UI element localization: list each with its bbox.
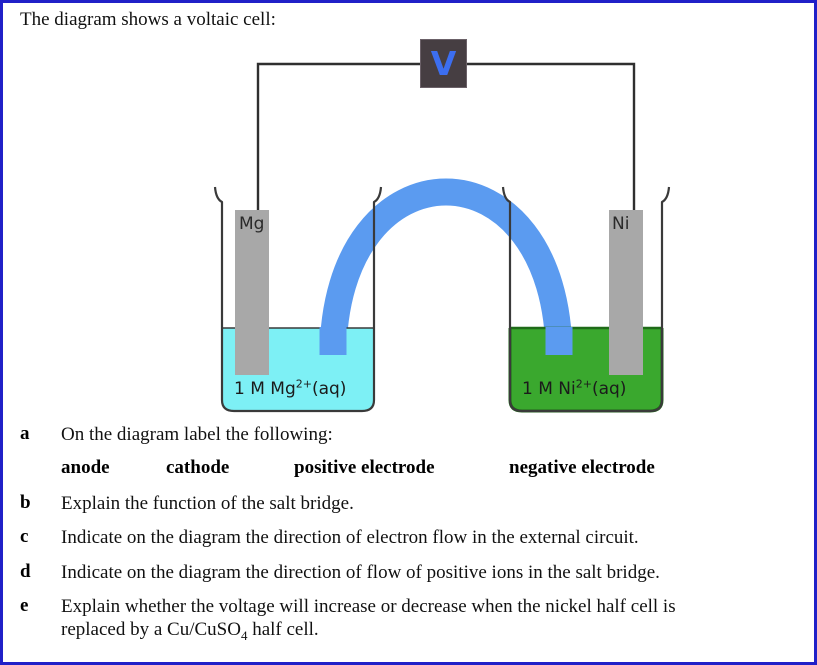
- question-item-b: b Explain the function of the salt bridg…: [3, 492, 814, 515]
- salt-bridge-right-tip: [545, 327, 573, 355]
- ni-electrode: [609, 210, 643, 375]
- diagram-svg: [213, 62, 671, 413]
- ni-electrode-label: Ni: [612, 214, 630, 234]
- left-solution-label: 1 M Mg2+(aq): [234, 377, 347, 399]
- voltmeter-label: V: [430, 44, 457, 83]
- question-text: Indicate on the diagram the direction of…: [61, 561, 660, 583]
- wire-left: [256, 62, 420, 220]
- right-beaker-outline: [501, 186, 671, 413]
- question-item-d: d Indicate on the diagram the direction …: [3, 560, 814, 584]
- wire-right: [467, 62, 636, 220]
- left-beaker-outline: [213, 186, 383, 413]
- term-cathode: cathode: [166, 457, 230, 479]
- question-marker: c: [20, 526, 29, 548]
- right-solution-label: 1 M Ni2+(aq): [522, 377, 627, 399]
- term-list: anode cathode positive electrode negativ…: [61, 457, 814, 479]
- right-solution-label-prefix: 1 M Ni: [522, 379, 576, 399]
- mg-electrode-label: Mg: [239, 214, 265, 234]
- term-negative-electrode: negative electrode: [509, 457, 655, 479]
- question-e-line2-subscript: 4: [240, 627, 248, 643]
- question-e-line2-pre: replaced by a Cu/CuSO: [61, 618, 241, 640]
- voltaic-cell-diagram: V Mg Ni 1 M Mg2+(aq) 1 M Ni2+(aq): [3, 27, 814, 427]
- question-item-e: e Explain whether the voltage will incre…: [3, 594, 814, 643]
- left-solution-label-suffix: (aq): [311, 379, 347, 399]
- question-text: Explain the function of the salt bridge.: [61, 493, 354, 515]
- question-item-a: a On the diagram label the following:: [3, 423, 814, 446]
- salt-bridge-left-tip: [319, 327, 347, 355]
- question-text: Indicate on the diagram the direction of…: [61, 527, 639, 549]
- voltmeter[interactable]: V: [420, 39, 467, 88]
- term-anode: anode: [61, 457, 110, 479]
- question-item-c: c Indicate on the diagram the direction …: [3, 526, 814, 549]
- left-solution-label-charge: 2+: [295, 377, 312, 391]
- question-e-line2-post: half cell.: [247, 618, 319, 640]
- term-positive-electrode: positive electrode: [294, 457, 435, 479]
- right-solution-label-suffix: (aq): [591, 379, 627, 399]
- page-title: The diagram shows a voltaic cell:: [20, 9, 276, 30]
- question-text: On the diagram label the following:: [61, 424, 333, 445]
- question-marker: a: [20, 423, 30, 444]
- salt-bridge: [319, 178, 573, 358]
- question-text: Explain whether the voltage will increas…: [61, 595, 676, 643]
- question-marker: e: [20, 594, 29, 616]
- question-list: a On the diagram label the following: an…: [3, 423, 814, 652]
- question-marker: b: [20, 492, 31, 514]
- question-marker: d: [20, 560, 31, 582]
- question-e-line1: Explain whether the voltage will increas…: [61, 595, 676, 617]
- right-solution-label-charge: 2+: [575, 377, 592, 391]
- mg-electrode: [235, 210, 269, 375]
- left-solution-label-prefix: 1 M Mg: [234, 379, 296, 399]
